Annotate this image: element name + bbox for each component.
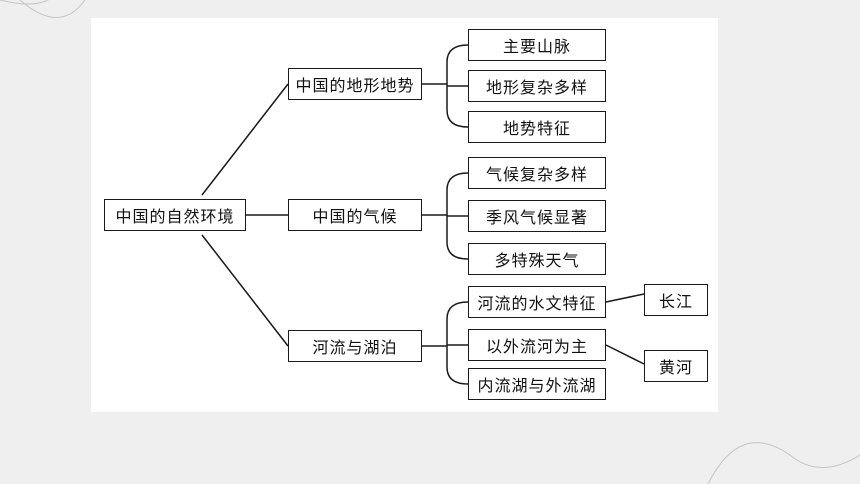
leaf-node: 气候复杂多样	[468, 157, 606, 189]
branch-node-rivers-lakes: 河流与湖泊	[288, 330, 422, 362]
leaf-node: 多特殊天气	[468, 243, 606, 275]
branch-node-climate: 中国的气候	[288, 199, 422, 231]
branch-node-terrain: 中国的地形地势	[288, 68, 422, 100]
leaf-node: 主要山脉	[468, 29, 606, 61]
river-node-huanghe: 黄河	[644, 350, 708, 382]
leaf-node: 河流的水文特征	[468, 286, 606, 318]
leaf-node: 以外流河为主	[468, 329, 606, 361]
river-node-changjiang: 长江	[644, 284, 708, 316]
leaf-node: 地形复杂多样	[468, 70, 606, 102]
leaf-node: 地势特征	[468, 111, 606, 143]
root-node: 中国的自然环境	[104, 199, 246, 231]
leaf-node: 季风气候显著	[468, 200, 606, 232]
leaf-node: 内流湖与外流湖	[468, 368, 606, 400]
